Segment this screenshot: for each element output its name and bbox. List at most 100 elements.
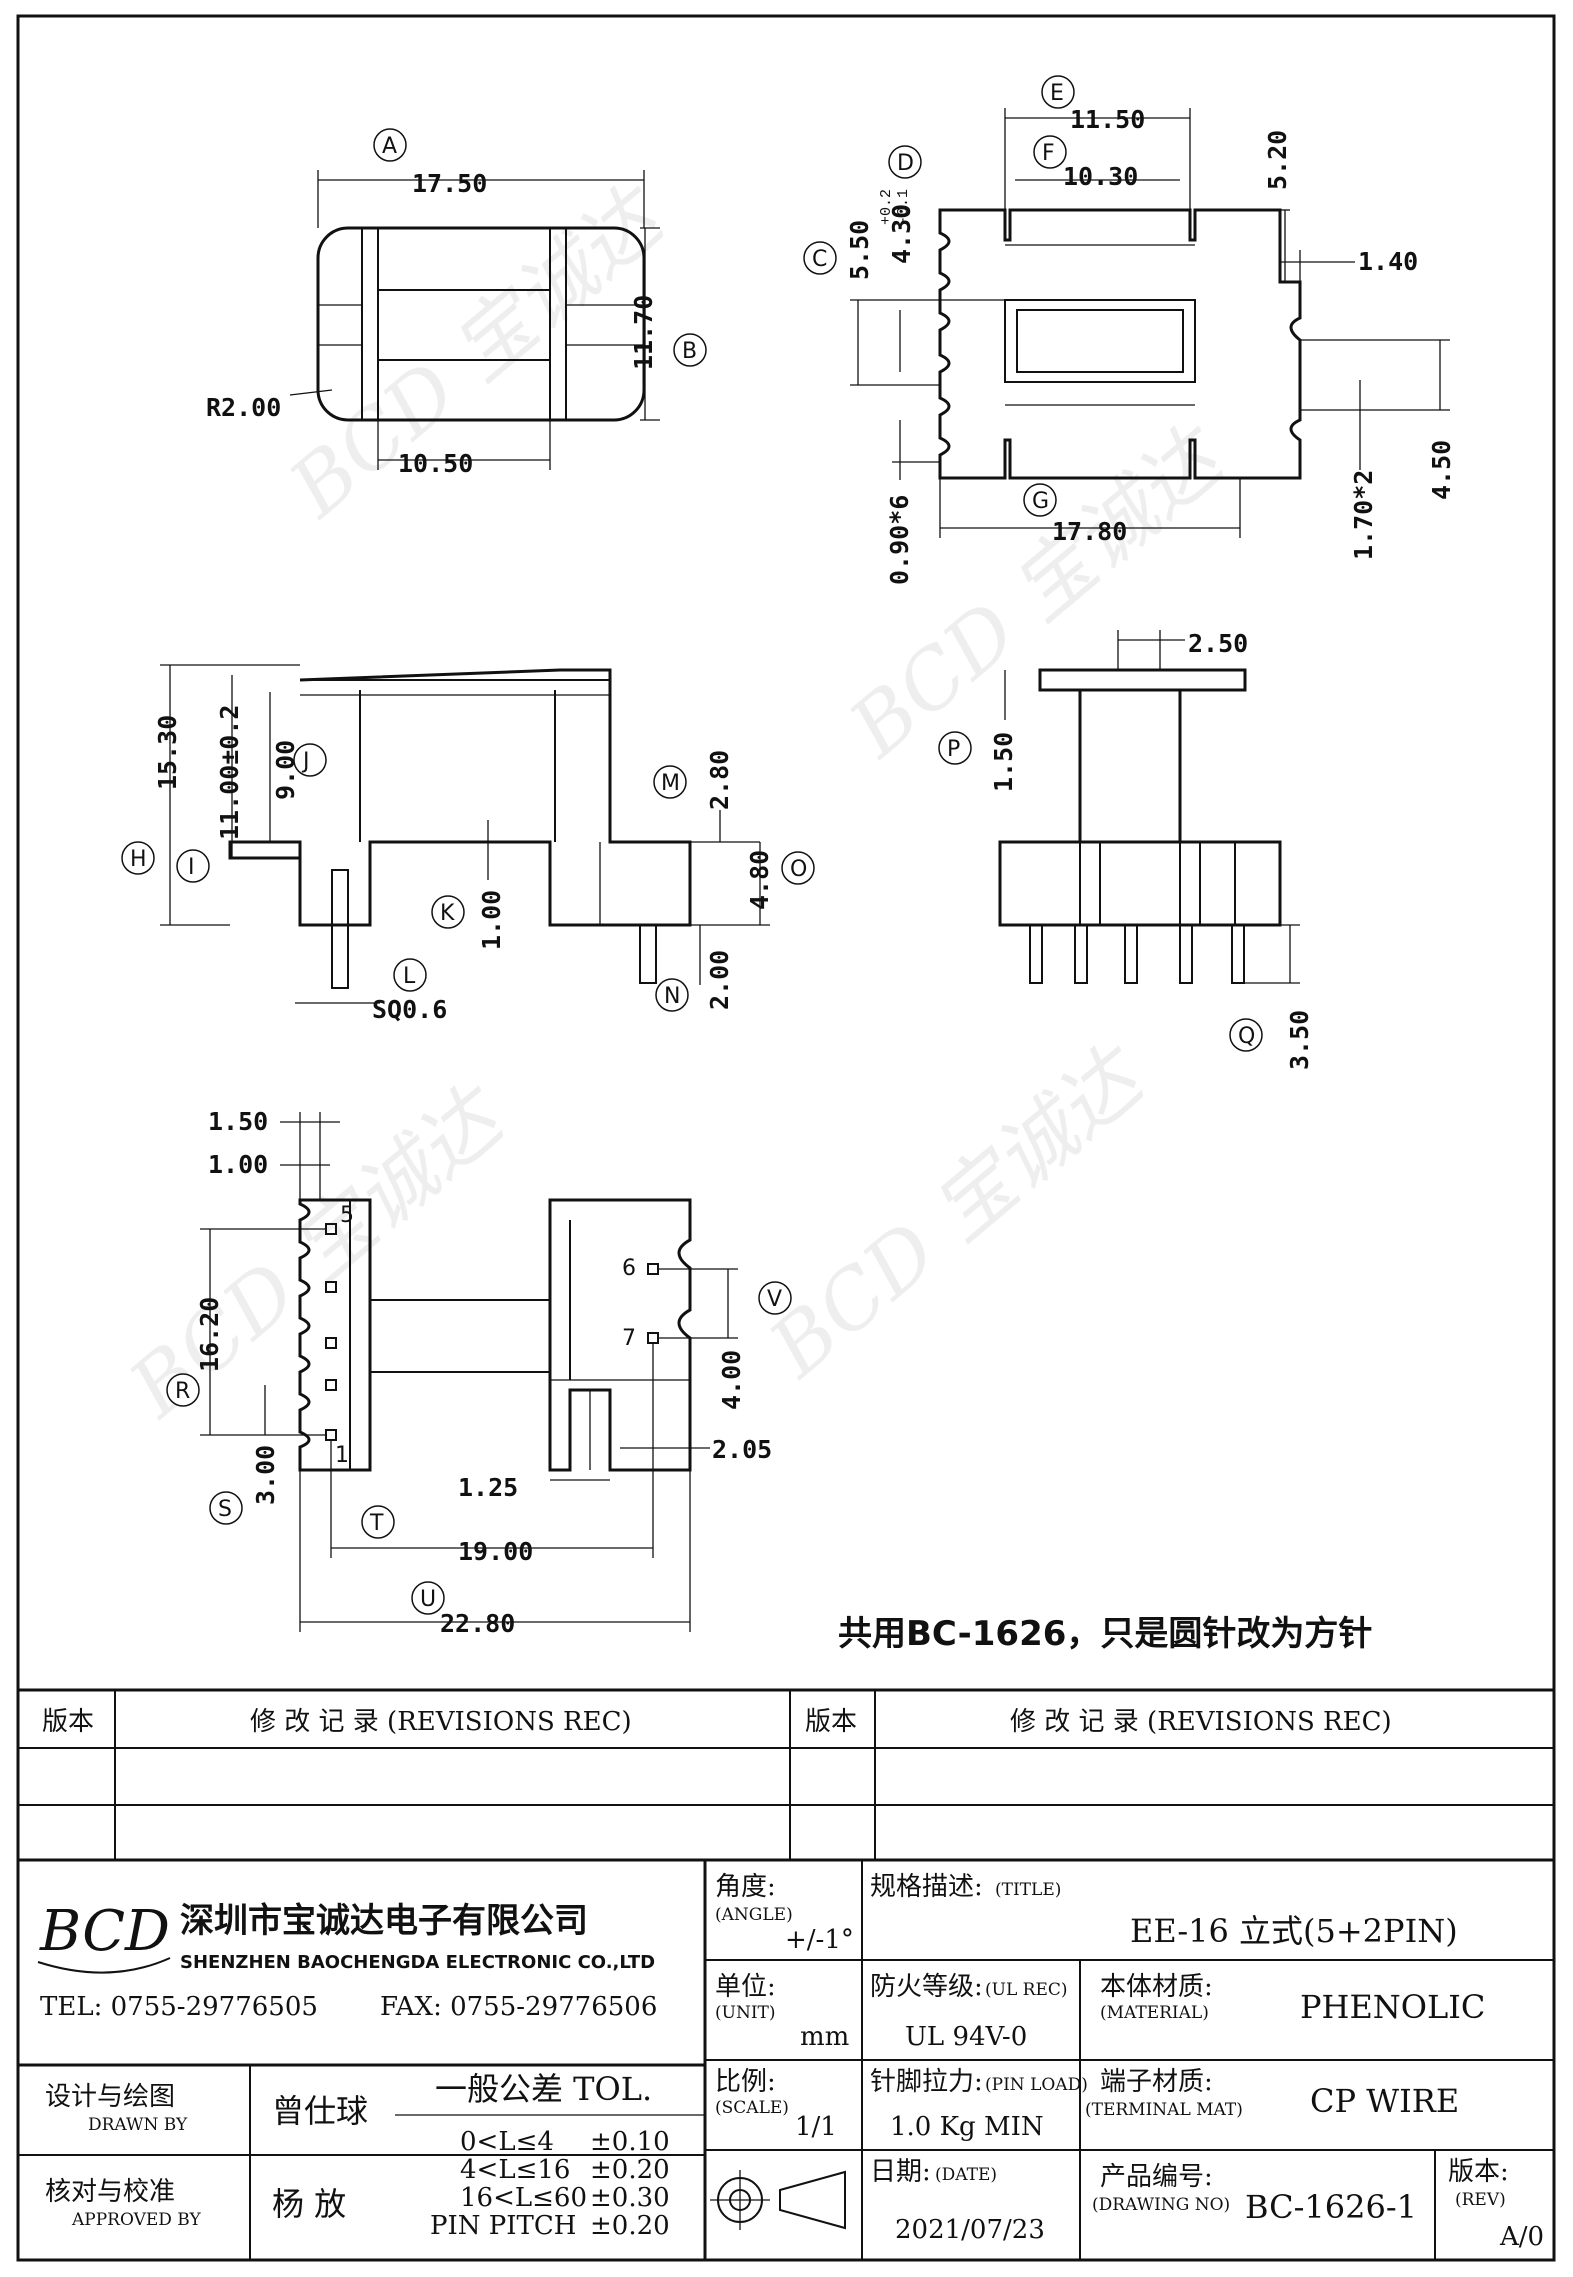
label-g: G — [1032, 489, 1049, 514]
unit-value: mm — [800, 2022, 849, 2052]
label-u: U — [420, 1587, 436, 1612]
drawn-label: 设计与绘图 — [45, 2082, 175, 2112]
logo-swoosh — [37, 1957, 171, 1974]
tol-value: ±0.10 — [590, 2127, 670, 2157]
dim-100-value: 1.00 — [208, 1150, 268, 1179]
rev-col-version-1: 版本 — [42, 1707, 94, 1737]
tol-value: ±0.30 — [590, 2183, 670, 2213]
label-j: J — [301, 749, 310, 774]
rev-en: (REV) — [1455, 2190, 1506, 2210]
label-f: F — [1042, 141, 1055, 166]
pin-load-en: (PIN LOAD) — [985, 2075, 1088, 2095]
svg-text:BCD 宝诚达: BCD 宝诚达 — [831, 408, 1245, 776]
angle-value: +/-1° — [785, 1925, 854, 1955]
drawn-en: DRAWN BY — [88, 2115, 188, 2135]
material-en: (MATERIAL) — [1100, 2003, 1209, 2023]
pin-5-label: 5 — [340, 1203, 354, 1228]
dim-i-value: 11.00±0.2 — [215, 705, 244, 840]
unit-label: 单位: — [715, 1972, 776, 2002]
pin-7-label: 7 — [622, 1326, 636, 1351]
dim-090-value: 0.90*6 — [885, 495, 914, 585]
rev-value: A/0 — [1499, 2222, 1544, 2252]
dim-l-value: SQ0.6 — [372, 995, 447, 1024]
material-value: PHENOLIC — [1300, 1988, 1485, 2026]
revisions-table: 版本 修 改 记 录 (REVISIONS REC) 版本 修 改 记 录 (R… — [18, 1688, 1554, 1862]
dim-v-value: 4.00 — [717, 1350, 746, 1410]
dim-q-value: 3.50 — [1285, 1010, 1314, 1070]
dim-n-value: 2.00 — [705, 950, 734, 1010]
dim-k-value: 1.00 — [477, 890, 506, 950]
company-name-en: SHENZHEN BAOCHENGDA ELECTRONIC CO.,LTD — [180, 1952, 655, 1973]
label-e: E — [1050, 81, 1064, 106]
svg-text:BCD 宝诚达: BCD 宝诚达 — [751, 1028, 1165, 1396]
dim-s-value: 3.00 — [251, 1445, 280, 1505]
label-i: I — [188, 855, 195, 880]
tol-range: PIN PITCH — [430, 2211, 576, 2241]
rev-col-record-2: 修 改 记 录 (REVISIONS REC) — [1010, 1707, 1392, 1737]
dim-e-value: 11.50 — [1070, 105, 1145, 134]
tol-value: ±0.20 — [590, 2211, 670, 2241]
label-a: A — [382, 134, 397, 159]
unit-en: (UNIT) — [715, 2003, 776, 2023]
title-block: BCD 深圳市宝诚达电子有限公司 SHENZHEN BAOCHENGDA ELE… — [18, 1860, 1554, 2260]
front-view: 15.30 H 11.00±0.2 I 9.00 J 2.80 M 4.80 O… — [121, 664, 815, 1024]
tol-range: 4<L≤16 — [460, 2155, 570, 2185]
date-en: (DATE) — [935, 2165, 997, 2185]
label-n: N — [664, 984, 680, 1009]
label-t: T — [369, 1511, 384, 1536]
drawn-value: 曾仕球 — [272, 2092, 368, 2130]
approved-en: APPROVED BY — [71, 2210, 202, 2230]
date-value: 2021/07/23 — [895, 2215, 1045, 2245]
dim-p-value: 1.50 — [989, 732, 1018, 792]
projection-symbol — [710, 2170, 846, 2230]
material-label: 本体材质: — [1100, 1972, 1213, 2002]
tol-value: ±0.20 — [590, 2155, 670, 2185]
dim-radius-value: R2.00 — [206, 393, 281, 422]
dim-j-value: 9.00 — [271, 740, 300, 800]
pin-1-label: 1 — [335, 1443, 349, 1468]
scale-en: (SCALE) — [715, 2098, 789, 2118]
drawing-note: 共用BC-1626，只是圆针改为方针 — [838, 1614, 1372, 1654]
dim-a-value: 17.50 — [412, 169, 487, 198]
terminal-en: (TERMINAL MAT) — [1085, 2100, 1243, 2120]
dim-170-value: 1.70*2 — [1349, 470, 1378, 560]
approved-label: 核对与校准 — [45, 2177, 175, 2207]
terminal-value: CP WIRE — [1310, 2082, 1459, 2120]
company-logo: BCD — [39, 1899, 170, 1964]
drawing-no-value: BC-1626-1 — [1245, 2188, 1417, 2226]
bottom-view: 5 1 6 7 1.50 1.00 16.20 R 3.00 S 1.25 19… — [166, 1107, 792, 1638]
company-name-cn: 深圳市宝诚达电子有限公司 — [180, 1901, 588, 1941]
dim-d-tol-plus: +0.2 — [878, 189, 895, 225]
dim-b-value: 11.70 — [629, 295, 658, 370]
dim-f-value: 10.30 — [1063, 162, 1138, 191]
angle-label: 角度: — [715, 1872, 776, 1902]
company-fax: FAX: 0755-29776506 — [380, 1992, 657, 2022]
label-m: M — [661, 771, 680, 796]
label-v: V — [767, 1287, 782, 1312]
dim-end-top-value: 2.50 — [1188, 629, 1248, 658]
scale-value: 1/1 — [795, 2112, 837, 2142]
pin-load-value: 1.0 Kg MIN — [890, 2112, 1044, 2142]
dim-125-value: 1.25 — [458, 1473, 518, 1502]
date-label: 日期: — [870, 2157, 931, 2187]
drawing-no-label: 产品编号: — [1100, 2162, 1213, 2192]
dim-r-value: 16.20 — [195, 1297, 224, 1372]
title-label: 规格描述: — [870, 1872, 983, 1902]
dim-m-value: 2.80 — [705, 750, 734, 810]
dim-140-value: 1.40 — [1358, 247, 1418, 276]
svg-text:BCD 宝诚达: BCD 宝诚达 — [271, 168, 685, 536]
top-view: 17.50 A 11.70 B 10.50 R2.00 — [206, 128, 707, 478]
label-r: R — [175, 1379, 190, 1404]
pin-load-label: 针脚拉力: — [870, 2067, 983, 2097]
approved-value: 杨 放 — [272, 2185, 346, 2223]
rev-col-record-1: 修 改 记 录 (REVISIONS REC) — [250, 1707, 632, 1737]
dim-450-value: 4.50 — [1427, 440, 1456, 500]
dim-205-value: 2.05 — [712, 1435, 772, 1464]
dim-d-value: 4.30 — [887, 204, 916, 264]
tol-label: 一般公差 TOL. — [435, 2070, 652, 2108]
label-b: B — [682, 339, 697, 364]
dim-520-value: 5.20 — [1263, 130, 1292, 190]
label-s: S — [218, 1497, 232, 1522]
terminal-label: 端子材质: — [1100, 2067, 1213, 2097]
